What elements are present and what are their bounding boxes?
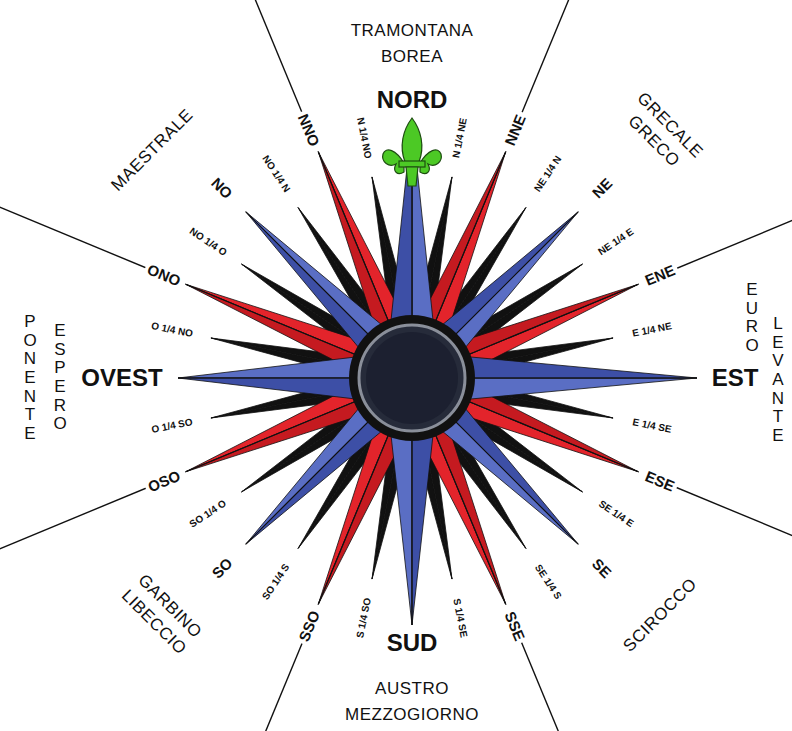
quarter-point-label: NO 1/4 O [186, 224, 231, 260]
point-label: NE [586, 173, 617, 204]
wind-name: ESPERO [52, 322, 69, 434]
point-label: ONO [143, 260, 187, 291]
point-label: NO [206, 172, 238, 204]
wind-name: LEVANTE [770, 315, 787, 446]
cardinal-label: SUD [387, 631, 438, 655]
wind-name: BOREA [381, 48, 443, 65]
quarter-point-label: O 1/4 NO [148, 320, 196, 341]
fleur-de-lis [383, 118, 442, 186]
quarter-point-label: E 1/4 NE [630, 320, 676, 340]
quarter-point-label: S 1/4 SE [450, 596, 470, 641]
quarter-point-label: E 1/4 SE [630, 416, 675, 436]
fleur-band [399, 161, 425, 167]
point-label: NNE [499, 110, 529, 151]
hub-ring [359, 325, 465, 431]
wind-name: AUSTRO [375, 680, 449, 697]
quarter-point-label: N 1/4 NO [354, 114, 375, 161]
quarter-point-label: SE 1/4 S [531, 560, 565, 603]
wind-name: PONENTE [22, 313, 39, 444]
cardinal-label: OVEST [81, 366, 162, 390]
wind-name: SCIROCCO [620, 575, 700, 655]
wind-name: TRAMONTANA [351, 22, 474, 39]
wind-name: EURO [744, 281, 761, 356]
point-label: SO [207, 552, 239, 584]
point-label: NNO [294, 109, 325, 152]
wind-name: MAESTRALE [108, 106, 196, 194]
point-label: ESE [640, 466, 680, 495]
quarter-point-label: O 1/4 SO [148, 415, 195, 436]
quarter-point-label: SO 1/4 O [186, 496, 231, 531]
hub-inner [366, 332, 458, 424]
cardinal-label: EST [712, 366, 759, 390]
cardinal-label: NORD [377, 88, 448, 112]
fleur-petal [402, 118, 422, 162]
quarter-point-label: NE 1/4 N [531, 152, 566, 196]
quarter-point-label: N 1/4 NE [450, 115, 470, 161]
quarter-point-label: NO 1/4 N [258, 152, 293, 197]
point-label: SSE [500, 606, 529, 646]
quarter-point-label: SE 1/4 E [594, 497, 637, 531]
point-label: SSO [294, 605, 324, 646]
quarter-point-label: S 1/4 SO [354, 595, 374, 641]
quarter-point-label: NE 1/4 E [594, 225, 637, 259]
rose-rays [178, 120, 697, 625]
point-label: SE [586, 552, 616, 582]
point-label: ENE [639, 261, 680, 291]
hub-outer [349, 315, 475, 441]
quarter-point-label: SO 1/4 S [259, 560, 294, 604]
rose-hub [349, 315, 475, 441]
fleur-stem [406, 167, 418, 186]
point-label: OSO [143, 465, 186, 496]
wind-name: MEZZOGIORNO [345, 706, 479, 723]
